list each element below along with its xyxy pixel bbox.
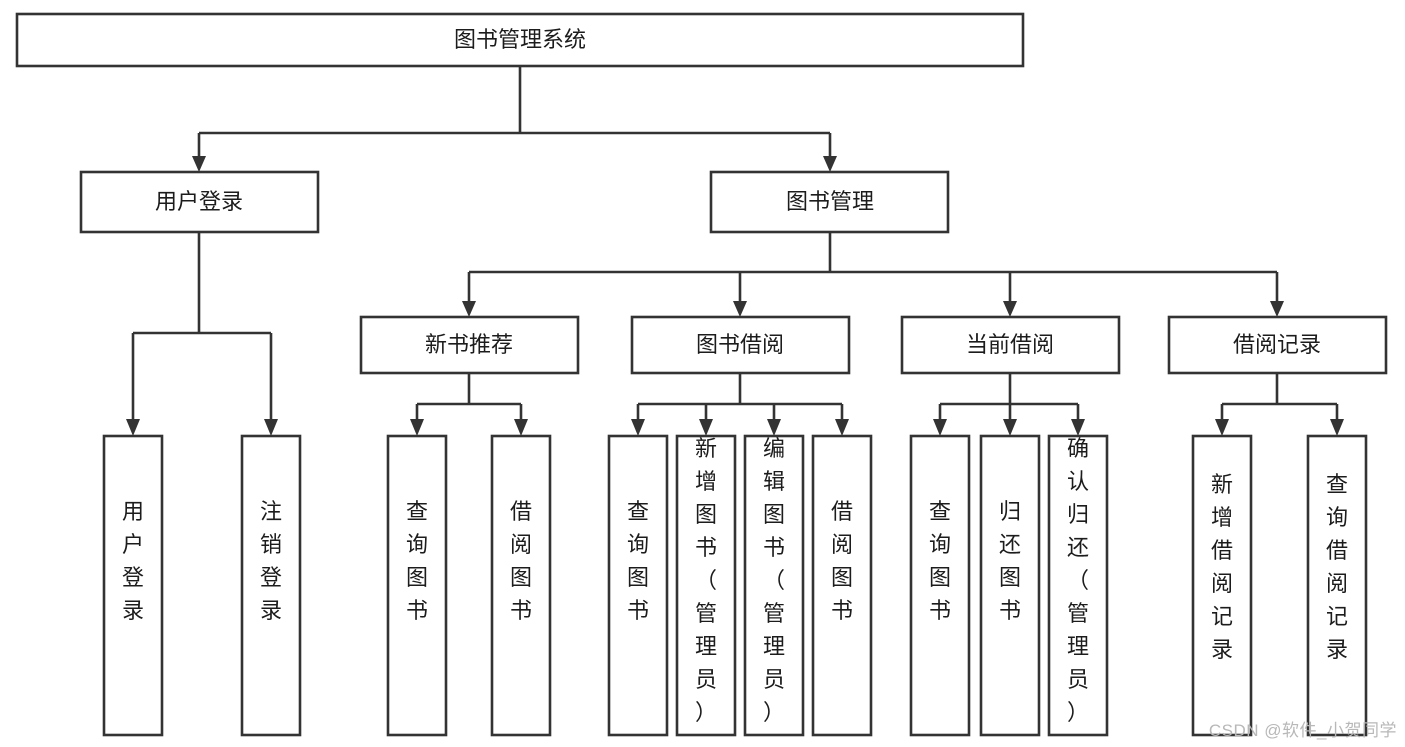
- leaf-br-add-record-label: 新增借阅记录: [1211, 472, 1233, 662]
- node-borrow-record-label: 借阅记录: [1233, 332, 1321, 357]
- node-root-label: 图书管理系统: [454, 27, 586, 52]
- node-book-management-box: [709, 170, 950, 234]
- leaf-node[interactable]: 新增图书（管理员）: [675, 434, 737, 737]
- leaf-nb-borrow-book-label: 借阅图书: [510, 499, 532, 623]
- leaf-cb-confirm-return-box: [1047, 434, 1109, 737]
- leaf-bb-query-book-box: [607, 434, 669, 737]
- leaf-nb-query-book-label: 查询图书: [406, 499, 428, 623]
- arrow-current-l1: [933, 419, 947, 436]
- node-user-login[interactable]: 用户登录: [79, 170, 320, 234]
- arrow-newbook-l2: [514, 419, 528, 436]
- leaf-node[interactable]: 新增借阅记录: [1191, 434, 1253, 737]
- leaf-user-login-box: [102, 434, 164, 737]
- leaf-cb-confirm-return-label: 确认归还（管理员）: [1067, 436, 1089, 725]
- arrow-newbook-l1: [410, 419, 424, 436]
- node-book-borrow-box: [630, 315, 851, 375]
- node-new-book-recommend-label: 新书推荐: [425, 332, 513, 357]
- leaf-nb-borrow-book-box: [490, 434, 552, 737]
- node-user-login-box: [79, 170, 320, 234]
- arrow-root-to-bookmgmt: [823, 156, 837, 172]
- node-book-management[interactable]: 图书管理: [709, 170, 950, 234]
- arrow-root-to-user: [192, 156, 206, 172]
- arrow-borrow-l4: [835, 419, 849, 436]
- leaf-bb-query-book-label: 查询图书: [627, 499, 649, 623]
- node-current-borrow-box: [900, 315, 1121, 375]
- arrow-bookmgmt-c3: [1003, 301, 1017, 317]
- leaf-node[interactable]: 归还图书: [979, 434, 1041, 737]
- leaf-bb-add-book-label: 新增图书（管理员）: [695, 436, 717, 725]
- watermark-label: CSDN @软件_小贺同学: [1208, 721, 1397, 740]
- arrow-user-leaf1: [126, 419, 140, 436]
- node-borrow-record-box: [1167, 315, 1388, 375]
- leaf-user-login-label: 用户登录: [122, 499, 144, 623]
- connector-group: [126, 66, 1344, 436]
- leaf-node[interactable]: 借阅图书: [490, 434, 552, 737]
- arrow-record-l1: [1215, 419, 1229, 436]
- leaf-br-query-record-box: [1306, 434, 1368, 737]
- leaf-node[interactable]: 查询图书: [909, 434, 971, 737]
- node-current-borrow[interactable]: 当前借阅: [900, 315, 1121, 375]
- leaf-nb-query-book-box: [386, 434, 448, 737]
- node-book-borrow-label: 图书借阅: [696, 332, 784, 357]
- node-new-book-recommend[interactable]: 新书推荐: [359, 315, 580, 375]
- leaf-node[interactable]: 编辑图书（管理员）: [743, 434, 805, 737]
- leaf-node[interactable]: 查询图书: [386, 434, 448, 737]
- node-book-borrow[interactable]: 图书借阅: [630, 315, 851, 375]
- arrow-bookmgmt-c1: [462, 301, 476, 317]
- arrow-user-leaf2: [264, 419, 278, 436]
- node-current-borrow-label: 当前借阅: [966, 332, 1054, 357]
- leaf-logout-label: 注销登录: [260, 499, 282, 623]
- node-root-box: [15, 12, 1025, 68]
- node-new-book-recommend-box: [359, 315, 580, 375]
- leaf-bb-borrow-book-box: [811, 434, 873, 737]
- arrow-borrow-l2: [699, 419, 713, 436]
- arrow-current-l2: [1003, 419, 1017, 436]
- leaf-bb-edit-book-box: [743, 434, 805, 737]
- leaf-br-query-record-label: 查询借阅记录: [1326, 472, 1348, 662]
- leaf-cb-query-book-box: [909, 434, 971, 737]
- node-user-login-label: 用户登录: [155, 189, 243, 214]
- leaf-node[interactable]: 借阅图书: [811, 434, 873, 737]
- leaf-logout-box: [240, 434, 302, 737]
- node-book-management-label: 图书管理: [786, 189, 874, 214]
- arrow-borrow-l3: [767, 419, 781, 436]
- leaf-cb-query-book-label: 查询图书: [929, 499, 951, 623]
- arrow-current-l3: [1071, 419, 1085, 436]
- leaf-node[interactable]: 查询图书: [607, 434, 669, 737]
- leaf-bb-add-book-box: [675, 434, 737, 737]
- node-borrow-record[interactable]: 借阅记录: [1167, 315, 1388, 375]
- leaf-node[interactable]: 用户登录: [102, 434, 164, 737]
- leaf-node[interactable]: 确认归还（管理员）: [1047, 434, 1109, 737]
- leaf-bb-borrow-book-label: 借阅图书: [831, 499, 853, 623]
- leaf-br-add-record-box: [1191, 434, 1253, 737]
- leaf-cb-return-book-box: [979, 434, 1041, 737]
- arrow-record-l2: [1330, 419, 1344, 436]
- arrow-bookmgmt-c4: [1270, 301, 1284, 317]
- arrow-bookmgmt-c2: [733, 301, 747, 317]
- leaf-node[interactable]: 查询借阅记录: [1306, 434, 1368, 737]
- node-root[interactable]: 图书管理系统: [15, 12, 1025, 68]
- arrow-borrow-l1: [631, 419, 645, 436]
- leaf-node[interactable]: 注销登录: [240, 434, 302, 737]
- leaf-bb-edit-book-label: 编辑图书（管理员）: [763, 436, 785, 725]
- leaf-cb-return-book-label: 归还图书: [999, 499, 1021, 623]
